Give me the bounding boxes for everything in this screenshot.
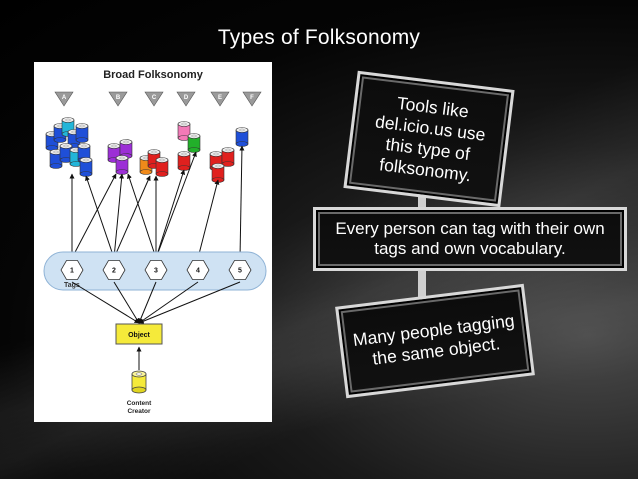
tagger-cylinder xyxy=(79,157,93,177)
tagger-cylinder xyxy=(115,155,129,175)
callout-every-person-can-tag: Every person can tag with their own tags… xyxy=(313,207,627,271)
tagger-cylinder xyxy=(235,127,249,147)
tag-number: 5 xyxy=(238,268,242,275)
user-label: D xyxy=(184,95,189,101)
tagger-cylinder xyxy=(155,157,169,177)
diagram-heading: Broad Folksonomy xyxy=(103,69,204,81)
callout-2-text: Every person can tag with their own tags… xyxy=(335,219,605,258)
tag-hexagon-4: 4 xyxy=(186,260,210,280)
tagger-cylinder xyxy=(177,121,191,141)
connector-bottom xyxy=(418,268,426,302)
content-creator-icon xyxy=(131,370,147,394)
tag-hexagon-5: 5 xyxy=(228,260,252,280)
user-triangle-b: B xyxy=(108,91,128,107)
tag-object-arrows xyxy=(71,281,241,324)
slide-title: Types of Folksonomy xyxy=(217,26,421,49)
object-box xyxy=(115,323,163,345)
creator-label-line2: Creator xyxy=(127,408,151,415)
user-label: E xyxy=(218,95,222,101)
user-label: F xyxy=(250,95,254,101)
tag-hexagons: 1 2 3 4 5 xyxy=(60,260,252,280)
callout-1-text: Tools like del.icio.us use this type of … xyxy=(374,92,487,186)
tagger-cylinder xyxy=(211,163,225,183)
callout-tools-like-delicious: Tools like del.icio.us use this type of … xyxy=(343,70,515,208)
user-label: A xyxy=(62,95,67,101)
tag-hexagon-1: 1 xyxy=(60,260,84,280)
tag-number: 4 xyxy=(196,268,200,275)
tag-number: 3 xyxy=(154,268,158,275)
user-tag-arrows xyxy=(69,145,245,259)
user-triangle-e: E xyxy=(210,91,230,107)
creator-label-line1: Content xyxy=(127,400,152,407)
user-triangle-c: C xyxy=(144,91,164,107)
tagger-cylinder xyxy=(119,139,133,159)
tagger-cylinder xyxy=(75,123,89,143)
user-triangle-a: A xyxy=(54,91,74,107)
tagger-cylinder xyxy=(221,147,235,167)
broad-folksonomy-diagram: Broad Folksonomy A B C D E F Tags 1 2 3 4 5 Objec… xyxy=(34,62,272,422)
user-cylinders xyxy=(45,117,249,183)
callout-3-text: Many people tagging the same object. xyxy=(351,310,516,369)
tagger-cylinder xyxy=(49,149,63,169)
tag-hexagon-3: 3 xyxy=(144,260,168,280)
diagram-svg: Broad Folksonomy A B C D E F Tags 1 2 3 4 5 Objec… xyxy=(43,69,267,415)
tag-number: 1 xyxy=(70,268,74,275)
tagger-cylinder xyxy=(177,151,191,171)
user-triangle-d: D xyxy=(176,91,196,107)
user-label: C xyxy=(152,95,157,101)
user-label: B xyxy=(116,95,121,101)
object-label: Object xyxy=(128,332,150,339)
user-triangles: A B C D E F xyxy=(54,91,262,107)
connector-top xyxy=(418,194,426,211)
tag-number: 2 xyxy=(112,268,116,275)
tagger-cylinder xyxy=(187,133,201,153)
tag-hexagon-2: 2 xyxy=(102,260,126,280)
user-triangle-f: F xyxy=(242,91,262,107)
tags-band-label: Tags xyxy=(64,282,80,289)
tagger-cylinder xyxy=(59,143,73,163)
